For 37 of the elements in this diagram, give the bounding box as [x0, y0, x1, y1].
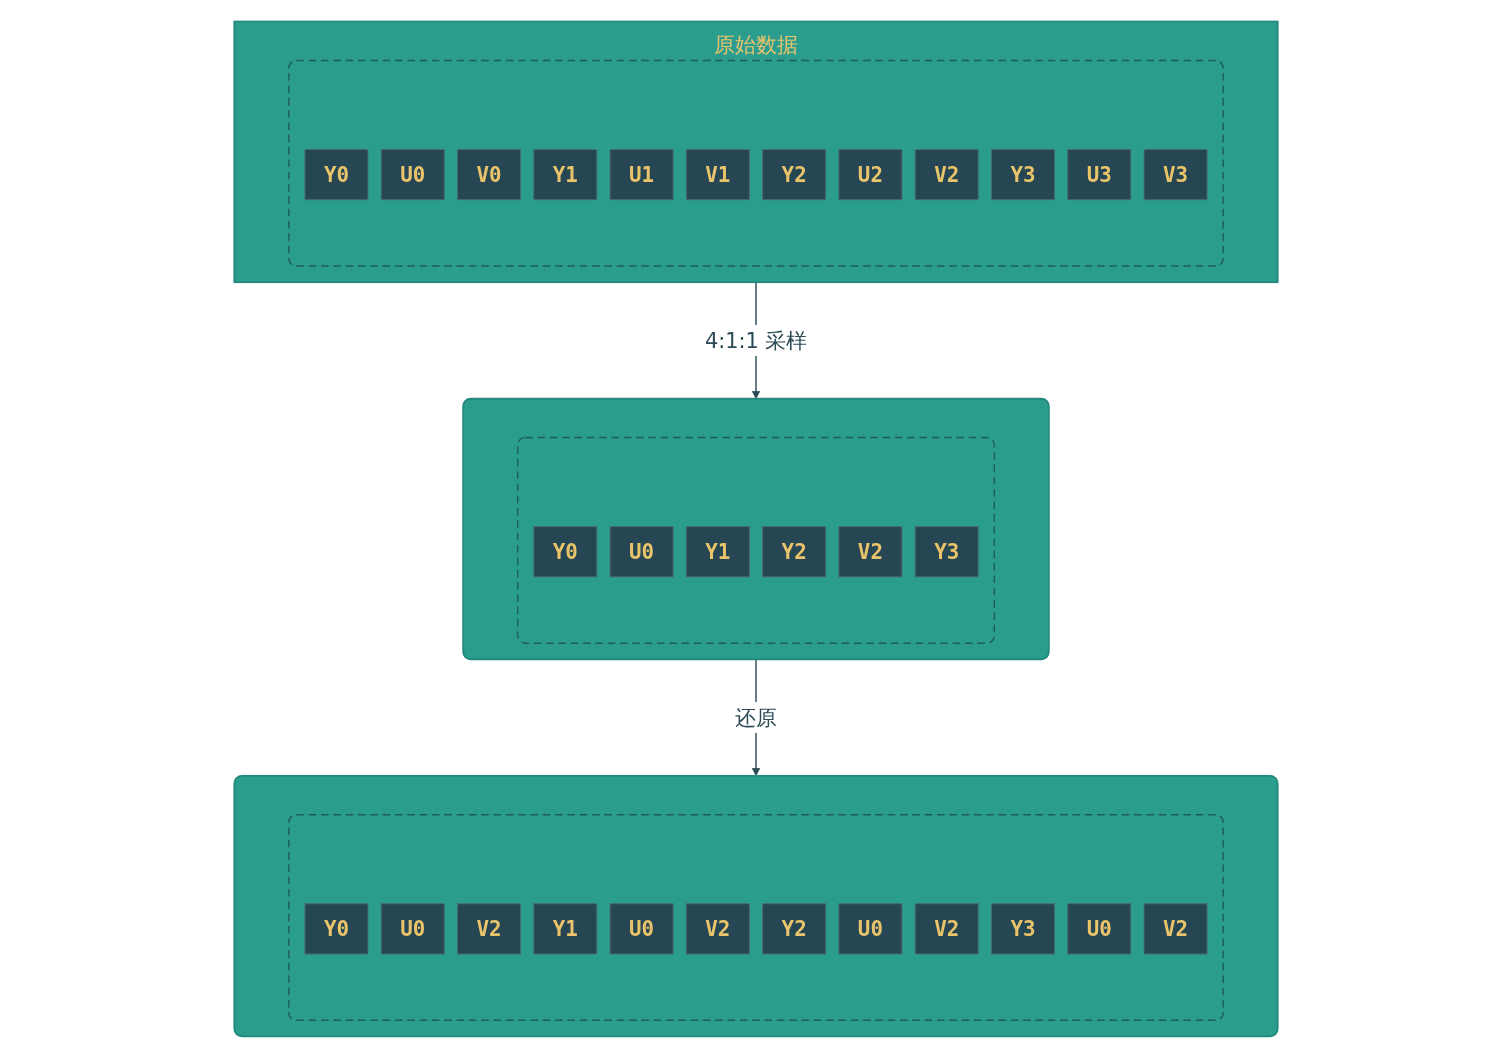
- cluster: [288, 59, 1224, 267]
- node-box: V2: [457, 903, 521, 955]
- cluster: [517, 436, 995, 644]
- node-box: Y3: [991, 149, 1055, 201]
- node-box: Y3: [914, 526, 979, 578]
- edge-label: 还原: [735, 705, 777, 730]
- node-box: Y2: [762, 526, 827, 578]
- node-box: Y1: [685, 526, 750, 578]
- node-box: U2: [838, 149, 903, 201]
- node-box: Y2: [762, 149, 827, 201]
- node-box: Y1: [533, 149, 598, 201]
- node-box: V0: [457, 149, 521, 201]
- node-box: U0: [838, 903, 903, 955]
- node-box: V2: [1143, 903, 1208, 955]
- node-box: U0: [380, 903, 445, 955]
- node-box: U0: [1067, 903, 1132, 955]
- node-box: Y0: [304, 149, 369, 201]
- node-box: U0: [609, 526, 674, 578]
- node-box: Y1: [533, 903, 598, 955]
- cluster: [233, 774, 1279, 1038]
- node-box: V2: [914, 149, 979, 201]
- node-box: V2: [838, 526, 903, 578]
- node-box: Y0: [304, 903, 369, 955]
- node-box: Y3: [991, 903, 1055, 955]
- node-box: U3: [1067, 149, 1132, 201]
- node-box: V2: [685, 903, 750, 955]
- node-box: V1: [685, 149, 750, 201]
- node-box: Y0: [533, 526, 598, 578]
- cluster: [288, 814, 1224, 1021]
- node-box: U1: [609, 149, 674, 201]
- edge-label: 4:1:1 采样: [704, 328, 808, 353]
- node-box: U0: [609, 903, 674, 955]
- node-box: V2: [914, 903, 979, 955]
- node-box: U0: [380, 149, 445, 201]
- node-box: Y2: [762, 903, 827, 955]
- cluster: [462, 397, 1050, 661]
- node-box: V3: [1143, 149, 1208, 201]
